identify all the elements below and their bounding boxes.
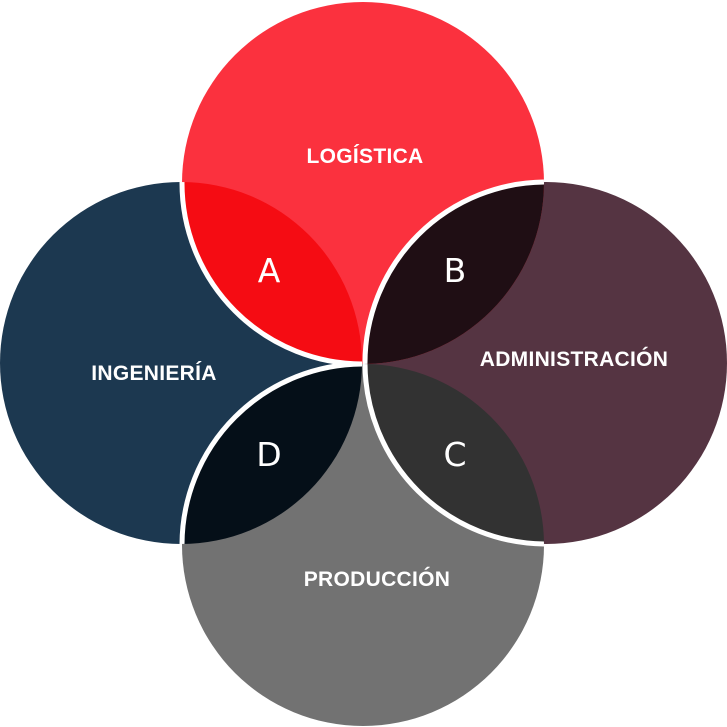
overlap-letter-b: B bbox=[444, 251, 467, 290]
overlap-a bbox=[182, 182, 362, 364]
label-produccion: PRODUCCIÓN bbox=[304, 567, 451, 591]
overlap-letter-c: C bbox=[443, 435, 466, 474]
label-administracion: ADMINISTRACIÓN bbox=[480, 347, 669, 371]
separator-top-left bbox=[179, 182, 362, 367]
overlap-b bbox=[365, 182, 544, 364]
separator-top-right bbox=[362, 179, 544, 364]
overlap-letter-d: D bbox=[256, 435, 281, 474]
overlap-c bbox=[365, 364, 544, 544]
overlap-d bbox=[182, 364, 362, 544]
label-ingenieria: INGENIERÍA bbox=[91, 362, 217, 385]
overlap-letter-a: A bbox=[258, 251, 281, 290]
label-logistica: LOGÍSTICA bbox=[306, 145, 423, 168]
